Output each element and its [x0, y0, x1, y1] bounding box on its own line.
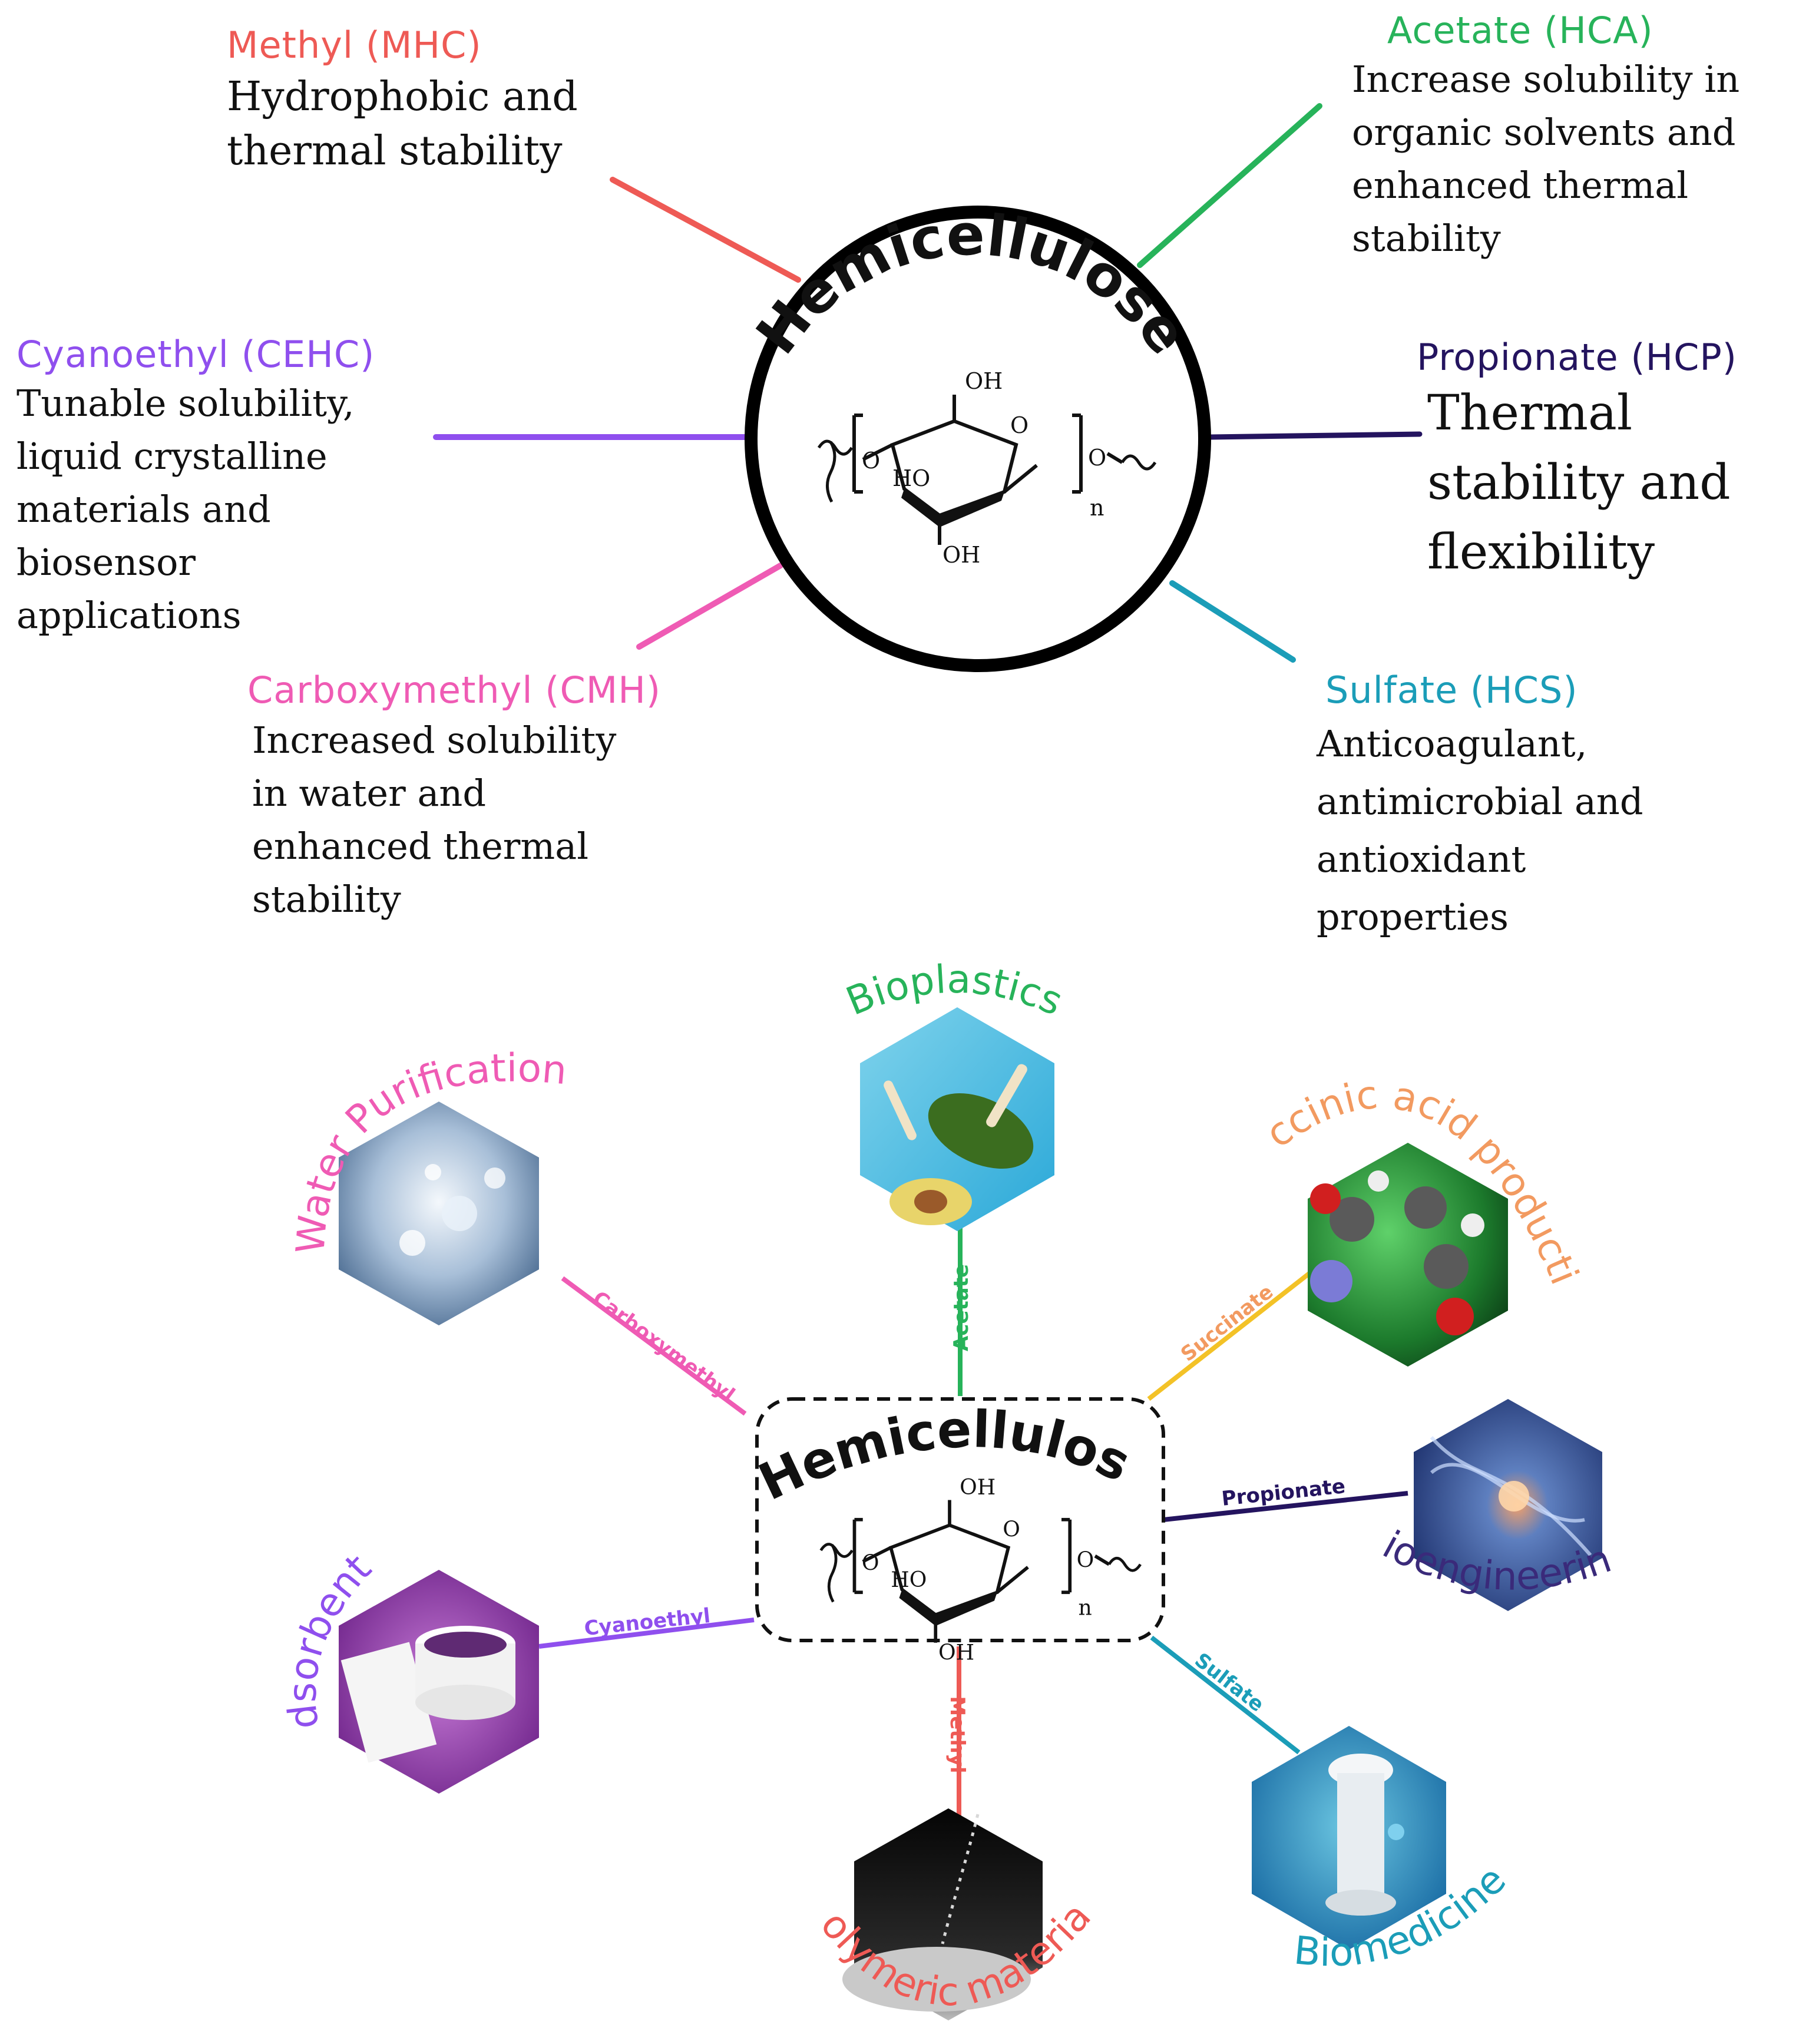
connector-succinate: Succinate	[1176, 1280, 1278, 1367]
polymeric-materials-image	[842, 1808, 1043, 2020]
connector-carboxymethyl: Carboxymethyl	[588, 1286, 739, 1407]
bottom-sugar-structure: OH O O HO OH O n	[819, 1474, 1142, 1665]
succinic-acid-image	[1308, 1143, 1508, 1367]
derivative-propionate-desc: Thermal stability and flexibility	[1427, 385, 1731, 580]
derivative-carboxymethyl-name: Carboxymethyl (CMH)	[247, 669, 662, 712]
derivative-sulfate: Sulfate (HCS) Anticoagulant, antimicrobi…	[1317, 669, 1788, 946]
derivative-acetate-name: Acetate (HCA)	[1387, 9, 1653, 52]
connector-sulfate-line	[1150, 1635, 1301, 1755]
connector-acetate: Acetate	[950, 1264, 973, 1351]
derivative-carboxymethyl-desc: Increased solubility in water and enhanc…	[252, 719, 617, 921]
top-sugar-structure: OH O O HO OH O n	[817, 368, 1157, 568]
hemicellulose-circle	[745, 206, 1211, 672]
derivative-cyanoethyl-desc: Tunable solubility, liquid crystalline m…	[16, 382, 355, 637]
svg-text:HO: HO	[892, 465, 930, 491]
svg-text:OH: OH	[938, 1639, 974, 1665]
water-purification-image	[339, 1102, 539, 1325]
derivative-methyl-desc: Hydrophobic and thermal stability	[227, 74, 578, 174]
svg-text:O: O	[1088, 445, 1106, 471]
connector-propionate-line	[1163, 1491, 1408, 1522]
spoke-propionate	[1208, 431, 1423, 440]
derivative-methyl: Methyl (MHC) Hydrophobic and thermal sta…	[227, 24, 674, 178]
derivative-sulfate-desc: Anticoagulant, antimicrobial and antioxi…	[1317, 722, 1643, 938]
svg-text:n: n	[1079, 1595, 1092, 1620]
derivative-acetate: Acetate (HCA) Increase solubility in org…	[1352, 9, 1800, 265]
spoke-methyl	[610, 177, 801, 283]
derivative-cyanoethyl-name: Cyanoethyl (CEHC)	[16, 333, 375, 376]
svg-text:OH: OH	[965, 368, 1003, 394]
svg-text:O: O	[1003, 1516, 1020, 1542]
spoke-acetate	[1137, 103, 1322, 268]
spoke-sulfate	[1169, 580, 1296, 663]
bioengineering-image	[1414, 1399, 1602, 1611]
adsorbents-image	[339, 1570, 539, 1794]
svg-text:HO: HO	[891, 1567, 927, 1592]
spoke-carboxymethyl	[636, 563, 783, 650]
derivative-propionate: Propionate (HCP) Thermal stability and f…	[1417, 336, 1800, 587]
connector-succinate-line	[1147, 1270, 1312, 1401]
derivative-propionate-name: Propionate (HCP)	[1417, 336, 1737, 379]
app-label-succinic-acid: Succinic acid production	[0, 0, 1587, 1291]
derivative-acetate-desc: Increase solubility in organic solvents …	[1352, 58, 1740, 260]
connector-methyl: Methyl	[945, 1696, 969, 1773]
svg-text:O: O	[1010, 412, 1028, 438]
derivative-methyl-name: Methyl (MHC)	[227, 24, 482, 67]
derivative-sulfate-name: Sulfate (HCS)	[1325, 669, 1578, 712]
svg-text:OH: OH	[942, 542, 980, 568]
svg-text:OH: OH	[960, 1474, 996, 1500]
svg-text:n: n	[1090, 495, 1104, 521]
center-dashed-box	[755, 1397, 1165, 1642]
svg-text:O: O	[862, 448, 880, 474]
connector-carboxymethyl-line	[561, 1276, 747, 1416]
biomedicine-image	[1252, 1726, 1446, 1950]
derivative-carboxymethyl: Carboxymethyl (CMH) Increased solubility…	[247, 669, 719, 926]
svg-text:O: O	[862, 1550, 879, 1575]
bioplastics-image	[860, 1007, 1054, 1231]
svg-text:O: O	[1077, 1547, 1094, 1573]
connector-cyanoethyl-line	[538, 1618, 755, 1649]
connector-sulfate: Sulfate	[1190, 1648, 1268, 1716]
derivative-cyanoethyl: Cyanoethyl (CEHC) Tunable solubility, li…	[16, 333, 464, 642]
